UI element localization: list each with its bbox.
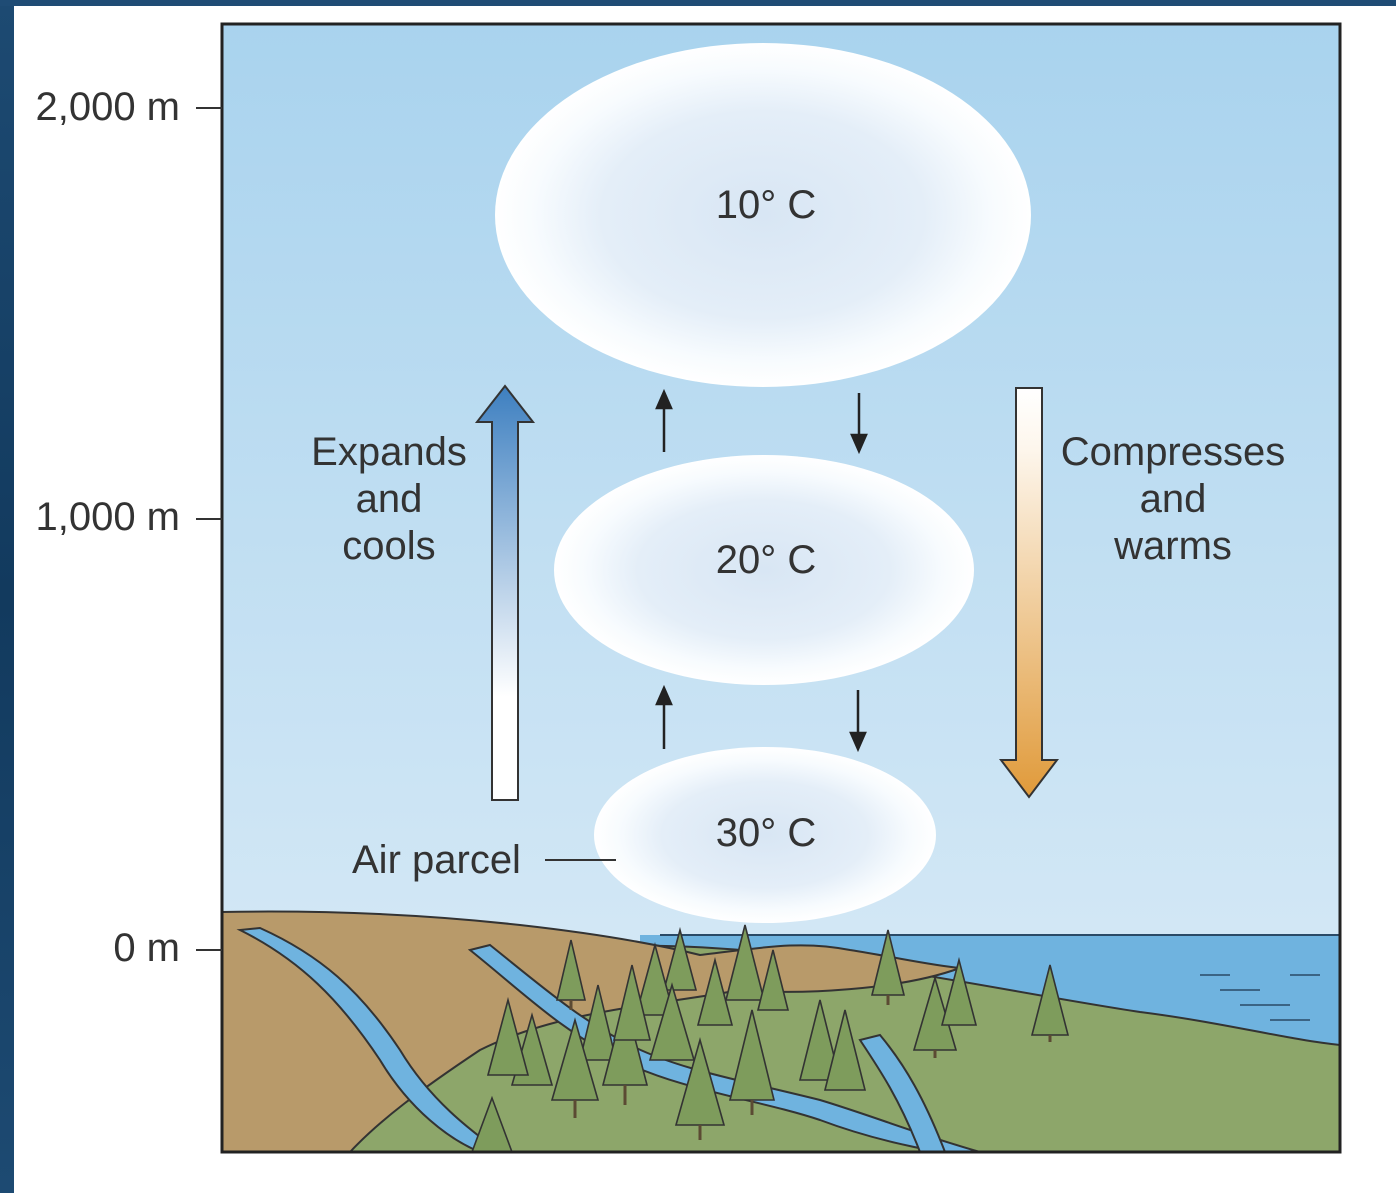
sinking-label-line3: warms: [1113, 524, 1232, 568]
sinking-arrow-icon: [998, 387, 1060, 799]
landscape: [222, 910, 1340, 1152]
altitude-tick-2000: 2,000 m: [35, 85, 180, 129]
rising-label-line3: cools: [342, 524, 435, 568]
wave-marks: [1200, 974, 1320, 1021]
parcel-temp-top: 10° C: [716, 183, 817, 227]
tree-trunks: [569, 995, 1052, 1140]
sinking-label-line2: and: [1140, 477, 1207, 521]
rising-label-line2: and: [356, 477, 423, 521]
parcel-temp-middle: 20° C: [716, 538, 817, 582]
altitude-tick-1000: 1,000 m: [35, 495, 180, 539]
parcel-temp-bottom: 30° C: [716, 811, 817, 855]
small-down-arrow-upper: [850, 393, 868, 455]
small-up-arrow-lower: [655, 684, 673, 749]
left-border: [0, 0, 14, 1193]
rising-arrow-icon: [474, 384, 536, 801]
river-3: [858, 1033, 947, 1152]
small-up-arrow-upper: [655, 388, 673, 452]
air-parcel-label: Air parcel: [352, 838, 521, 882]
sinking-label-line1: Compresses: [1061, 430, 1286, 474]
altitude-tick-0: 0 m: [113, 926, 180, 970]
top-border: [0, 0, 1396, 6]
rising-label-line1: Expands: [311, 430, 467, 474]
air-parcel-middle: [554, 455, 974, 685]
altitude-axis: 2,000 m 1,000 m 0 m: [35, 85, 222, 970]
forest: [471, 924, 1070, 1152]
small-down-arrow-lower: [849, 690, 867, 753]
air-parcel-top: [495, 43, 1031, 387]
air-parcel-bottom: [594, 747, 936, 923]
panel-frame: [220, 22, 1342, 1154]
